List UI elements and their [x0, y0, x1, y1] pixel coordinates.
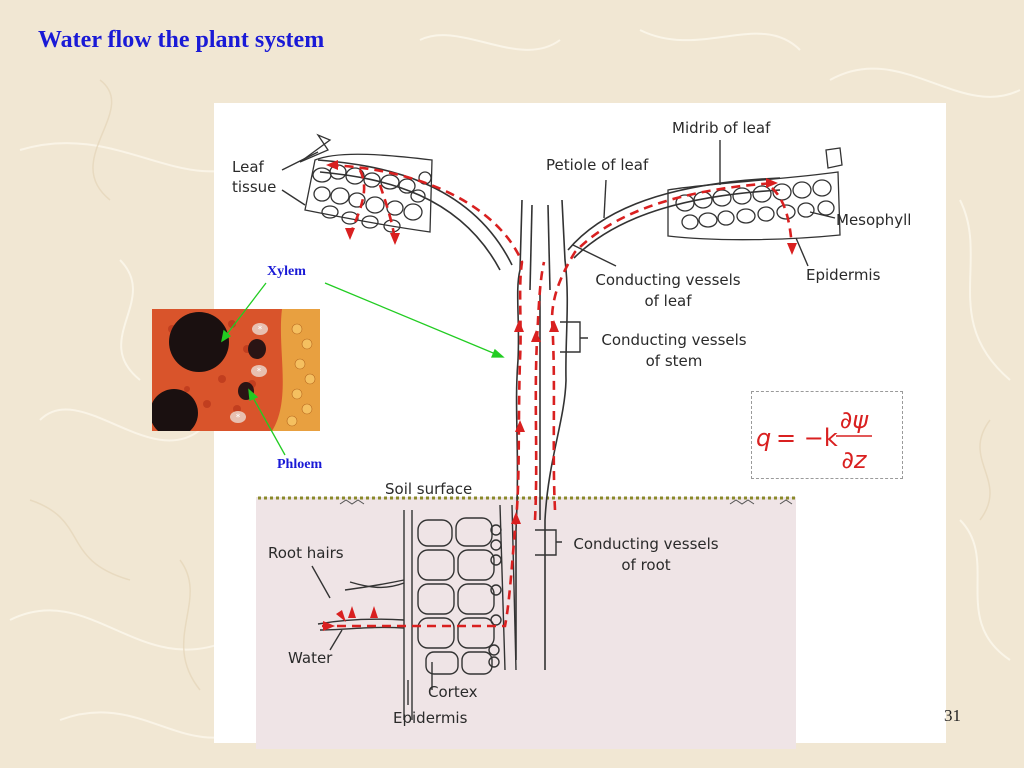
slide-number: 31 [944, 706, 961, 725]
flow-arrowheads [323, 160, 797, 631]
formula-denominator: ∂z [841, 446, 867, 474]
label-conducting-stem-2: of stem [645, 352, 703, 370]
label-soil-surface: Soil surface [385, 480, 473, 498]
xylem-label: Xylem [267, 264, 306, 279]
label-leader-lines [281, 140, 836, 705]
slide-title: Water flow the plant system [38, 27, 325, 53]
darcy-formula-box: q = −k ∂ψ ∂z [751, 391, 903, 479]
svg-text:*: * [236, 413, 241, 423]
phloem-label: Phloem [277, 457, 323, 472]
label-epidermis-root: Epidermis [393, 709, 468, 727]
label-petiole: Petiole of leaf [546, 156, 649, 174]
label-leaf-tissue-1: Leaf [232, 158, 264, 176]
label-epidermis-leaf: Epidermis [806, 266, 881, 284]
label-conducting-stem-1: Conducting vessels [601, 331, 747, 349]
label-mesophyll: Mesophyll [836, 211, 912, 229]
label-cortex: Cortex [428, 683, 478, 701]
label-conducting-root-1: Conducting vessels [573, 535, 719, 553]
right-leaf-tissue [667, 147, 843, 241]
xylem-phloem-micrograph: * * * [152, 309, 320, 431]
label-water: Water [288, 649, 333, 667]
formula-lhs: q [756, 424, 771, 452]
label-conducting-leaf-1: Conducting vessels [595, 271, 741, 289]
svg-text:*: * [257, 367, 262, 377]
soil-band [256, 497, 796, 749]
label-conducting-root-2: of root [621, 556, 671, 574]
label-conducting-leaf-2: of leaf [644, 292, 692, 310]
svg-text:*: * [258, 325, 263, 335]
root-structure [317, 504, 517, 720]
formula-numerator: ∂ψ [840, 406, 869, 434]
label-midrib: Midrib of leaf [672, 119, 771, 137]
darcy-formula: q = −k ∂ψ ∂z [756, 406, 872, 474]
label-root-hairs: Root hairs [268, 544, 344, 562]
formula-eq: = −k [776, 424, 838, 452]
label-leaf-tissue-2: tissue [232, 178, 277, 196]
